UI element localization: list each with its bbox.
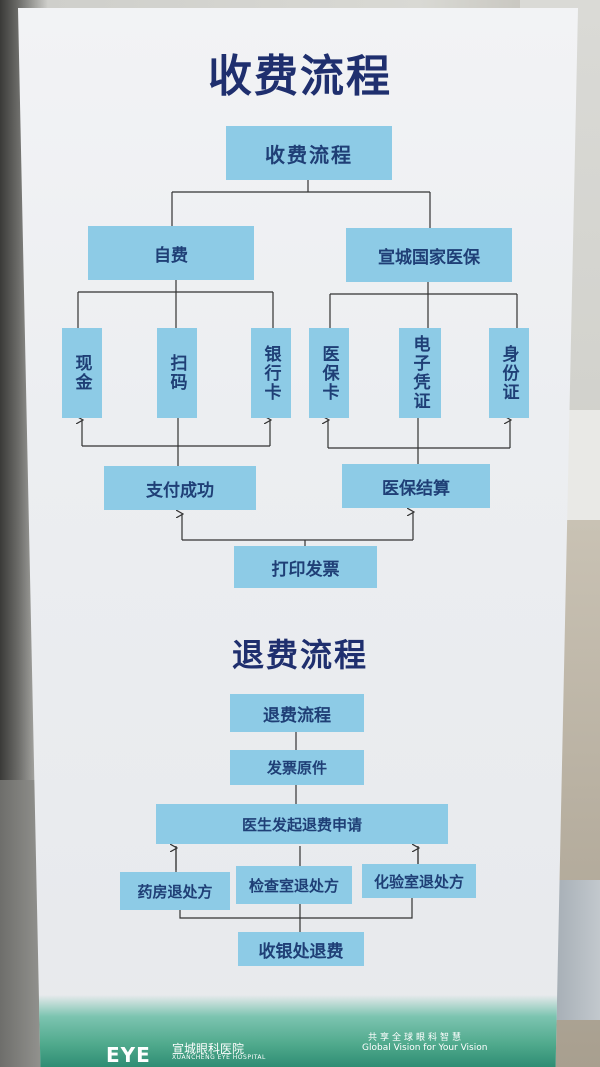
connector-root-split bbox=[171, 180, 431, 228]
rollup-banner: 收费流程 收费流程 自费 宣城国家医保 现金 扫码 银行卡 医保卡 电子凭证 身… bbox=[18, 8, 578, 1067]
method-e-voucher-box: 电子凭证 bbox=[399, 328, 441, 418]
method-cash-box: 现金 bbox=[62, 328, 102, 418]
connector-results-merge bbox=[182, 539, 413, 546]
charge-root-box: 收费流程 bbox=[226, 126, 392, 180]
method-insurance-card-box: 医保卡 bbox=[309, 328, 349, 418]
slogan-en: Global Vision for Your Vision bbox=[362, 1043, 488, 1053]
charge-title: 收费流程 bbox=[208, 51, 392, 102]
refund-root-box: 退费流程 bbox=[230, 694, 364, 732]
lab-refund-box: 化验室退处方 bbox=[362, 864, 476, 898]
insurance-settlement-box: 医保结算 bbox=[342, 464, 490, 508]
print-invoice-box: 打印发票 bbox=[234, 546, 377, 588]
connector-insurance-merge bbox=[328, 418, 510, 464]
banner-footer bbox=[18, 995, 578, 1067]
hospital-name: 宣城眼科医院 bbox=[172, 1042, 245, 1056]
exam-room-refund-box: 检查室退处方 bbox=[236, 866, 352, 904]
method-scan-box: 扫码 bbox=[157, 328, 197, 418]
payment-success-box: 支付成功 bbox=[104, 466, 256, 510]
original-invoice-box: 发票原件 bbox=[230, 750, 364, 785]
method-bankcard-box: 银行卡 bbox=[251, 328, 291, 418]
hospital-name-en: XUANCHENG EYE HOSPITAL bbox=[172, 1054, 266, 1061]
hospital-logo: EYE bbox=[106, 1043, 151, 1067]
cashier-refund-box: 收银处退费 bbox=[238, 932, 364, 966]
branch-insurance-box: 宣城国家医保 bbox=[346, 228, 512, 282]
pharmacy-refund-box: 药房退处方 bbox=[120, 872, 230, 910]
connector-selfpay-split bbox=[77, 280, 274, 328]
method-id-card-box: 身份证 bbox=[489, 328, 529, 418]
connector-insurance-split bbox=[329, 282, 518, 328]
slogan-cn: 共享全球眼科智慧 bbox=[368, 1033, 465, 1043]
doctor-refund-request-box: 医生发起退费申请 bbox=[156, 804, 448, 844]
refund-title: 退费流程 bbox=[231, 636, 368, 674]
connector-selfpay-merge bbox=[82, 418, 270, 466]
branch-self-pay-box: 自费 bbox=[88, 226, 254, 280]
connector-departments-merge bbox=[179, 896, 413, 932]
